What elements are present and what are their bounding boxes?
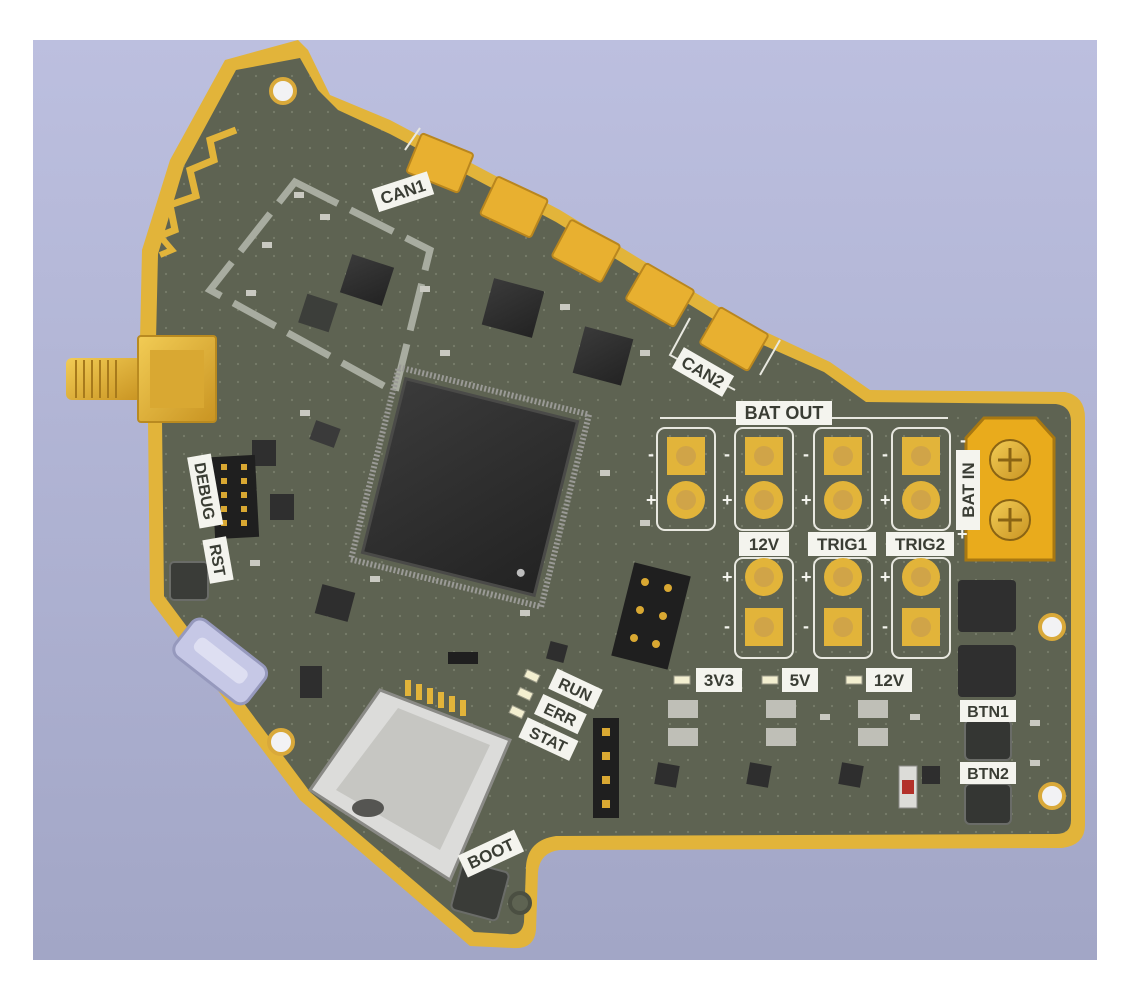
led-run <box>523 668 541 684</box>
minus-mark: - <box>724 616 730 636</box>
svg-text:TRIG1: TRIG1 <box>817 535 867 554</box>
label-5v: 5V <box>782 668 818 692</box>
led-12v <box>845 675 863 685</box>
minus-mark: - <box>803 616 809 636</box>
antenna-trace <box>148 126 238 244</box>
label-12v-output: 12V <box>739 532 789 556</box>
minus-mark: - <box>724 444 730 464</box>
plus-mark: + <box>722 490 733 510</box>
mcu-chip <box>347 363 593 611</box>
svg-text:5V: 5V <box>790 671 811 690</box>
plus-mark: + <box>880 490 891 510</box>
ic-small <box>270 494 294 520</box>
inductor <box>958 645 1016 697</box>
minus-mark: - <box>803 444 809 464</box>
minus-mark: - <box>882 444 888 464</box>
fuse <box>898 765 918 809</box>
label-btn2: BTN2 <box>960 762 1016 784</box>
ic-small <box>252 440 276 466</box>
plus-mark: + <box>880 567 891 587</box>
label-btn1: BTN1 <box>960 700 1016 722</box>
label-3v3: 3V3 <box>696 668 742 692</box>
minus-mark: - <box>648 444 654 464</box>
ic-soic <box>572 326 634 386</box>
rf-shield <box>204 177 435 398</box>
label-12v-led: 12V <box>866 668 912 692</box>
label-bat-in: BAT IN <box>956 450 980 530</box>
ic-small <box>545 640 569 664</box>
round-pads <box>667 481 940 596</box>
mounting-hole <box>1038 613 1066 641</box>
regulator-ics <box>654 762 940 788</box>
label-bat-out: BAT OUT <box>736 401 832 425</box>
svg-text:BTN1: BTN1 <box>967 704 1009 721</box>
label-trig2: TRIG2 <box>886 532 954 556</box>
svg-text:BAT OUT: BAT OUT <box>745 403 824 423</box>
can-connectors <box>404 127 781 391</box>
button-btn2 <box>964 783 1012 825</box>
reset-button <box>169 561 209 601</box>
xt60-connector <box>964 416 1056 562</box>
inductors <box>958 580 1016 697</box>
plus-mark: + <box>801 567 812 587</box>
svg-text:BTN2: BTN2 <box>967 766 1009 783</box>
polarity-marks: - + - + - + - + - + + - + - + - <box>646 430 968 636</box>
can-connector <box>551 219 621 283</box>
label-trig1: TRIG1 <box>808 532 876 556</box>
svg-text:BAT IN: BAT IN <box>959 462 978 517</box>
leds <box>508 668 863 720</box>
svg-text:TRIG2: TRIG2 <box>895 535 945 554</box>
minus-mark: - <box>882 616 888 636</box>
led-5v <box>761 675 779 685</box>
rf-chip <box>339 254 395 306</box>
button-btn1 <box>964 719 1012 761</box>
ic-small <box>314 584 356 622</box>
pin-header-1x4 <box>593 718 619 818</box>
can-connector <box>699 306 769 372</box>
mounting-hole <box>267 728 295 756</box>
led-3v3 <box>673 675 691 685</box>
svg-text:3V3: 3V3 <box>704 671 734 690</box>
led-err <box>516 686 534 702</box>
mounting-hole <box>269 77 297 105</box>
plus-mark: + <box>957 524 968 544</box>
mounting-hole <box>508 891 532 915</box>
sma-connector <box>66 335 217 423</box>
ic-small <box>309 420 341 448</box>
svg-text:12V: 12V <box>874 671 905 690</box>
passive-components <box>246 192 1040 766</box>
label-rst: RST <box>202 536 234 584</box>
svg-text:12V: 12V <box>749 535 780 554</box>
debug-header <box>210 454 260 540</box>
mounting-holes <box>267 77 1066 915</box>
bat-out-terminals <box>656 417 951 659</box>
pin-header-2x3 <box>611 562 691 670</box>
rf-chip <box>298 293 338 333</box>
small-ics <box>252 278 634 664</box>
usb-c-port <box>172 617 269 706</box>
inductor <box>958 580 1016 632</box>
minus-mark: - <box>960 430 966 450</box>
plus-mark: + <box>722 567 733 587</box>
mounting-hole <box>1038 782 1066 810</box>
can-connector <box>479 176 549 238</box>
ic-soic <box>481 278 545 338</box>
plus-mark: + <box>801 490 812 510</box>
regulator-components <box>668 700 888 746</box>
microsd-slot <box>307 680 512 883</box>
led-stat <box>508 704 526 720</box>
can-connector <box>625 262 695 328</box>
plus-mark: + <box>646 490 657 510</box>
svg-text:RST: RST <box>205 543 227 578</box>
